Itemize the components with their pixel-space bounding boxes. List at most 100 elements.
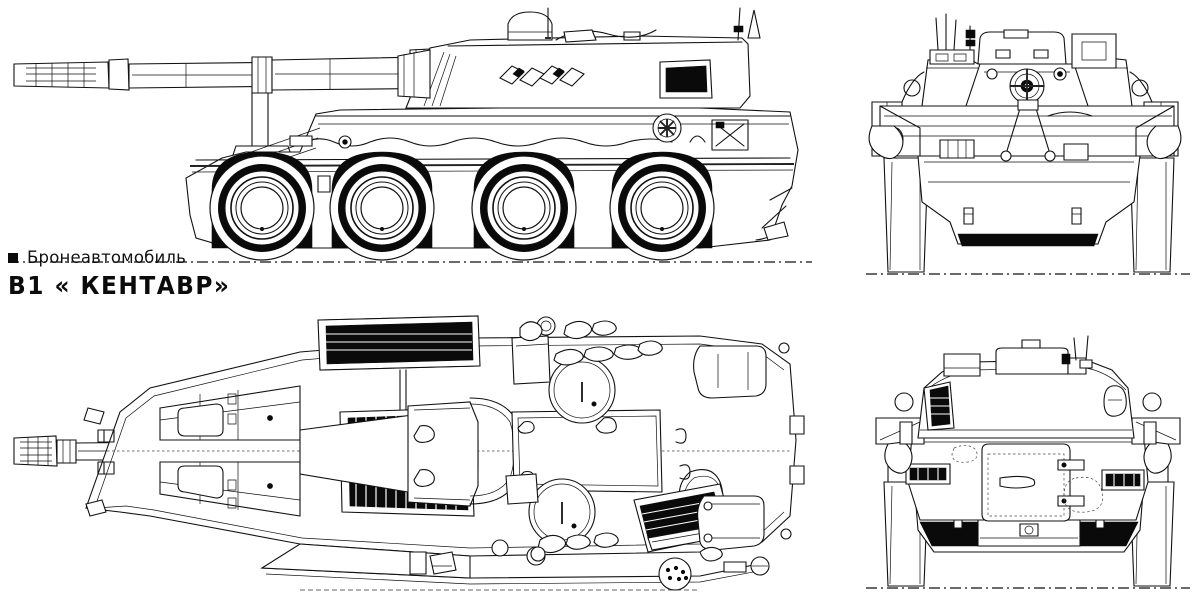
front-lower-hull-lines (924, 161, 1134, 183)
plan-skirt-line-2 (265, 569, 765, 585)
front-gun-mount-ring (1009, 68, 1045, 104)
rear-door-outline (987, 453, 1065, 517)
rear-roof-hatch (995, 347, 1069, 375)
rear-bracket-left (884, 441, 913, 474)
front-stowage-box (289, 135, 313, 147)
plan-turret-mantlet (407, 401, 479, 507)
plan-turret-group (299, 397, 522, 507)
plan-engine-hatch-inner (517, 415, 659, 487)
engine-fan-grille (652, 113, 682, 143)
plan-hatch-latch-a (517, 420, 535, 434)
plan-hatch-handle (595, 417, 617, 434)
muzzle-collar (108, 58, 130, 91)
plan-rear-eye-1 (789, 415, 805, 435)
plan-hatch-upper (177, 403, 224, 437)
mantlet-lines (403, 52, 415, 97)
wheel-3 (471, 155, 577, 261)
front-sight-right (1053, 67, 1067, 81)
front-sight-left (986, 68, 998, 80)
front-fitting-lines (947, 140, 967, 158)
plan-rear-hatch-upper (693, 345, 767, 399)
front-travel-lock-frame (1005, 101, 1051, 155)
plan-bottom-grille (658, 557, 692, 591)
rear-mirror-right (1142, 392, 1162, 412)
front-hull-crease (1047, 111, 1093, 117)
rear-tail-light-left (905, 463, 951, 485)
wheel-4 (609, 155, 715, 261)
stowage-rail (295, 137, 673, 147)
wheel-1 (209, 155, 315, 261)
plan-recoil-slot-b (413, 469, 435, 487)
hull-step-fitting (317, 175, 331, 193)
plan-nose-lug-b (83, 407, 105, 425)
front-antenna-1 (935, 17, 939, 51)
front-fitting-center-right (1063, 143, 1089, 161)
plan-barrel-collar (56, 439, 77, 464)
front-lock-foot-right (1044, 150, 1056, 162)
caption-title: В1 « КЕНТАВР» (8, 271, 231, 300)
front-lower-hull (917, 155, 1141, 245)
plan-hinge-marks (227, 393, 237, 509)
commander-cupola (507, 11, 553, 41)
plan-rear-right-fittings (699, 546, 770, 576)
caption-row: Бронеавтомобиль (8, 248, 308, 267)
wheel-group (209, 151, 715, 261)
rear-hinge-stud-upper (1061, 462, 1067, 468)
front-cupola-fitting-a (995, 49, 1011, 59)
plan-stowage-box-lines (515, 343, 549, 347)
rear-door-hinge-lower (1057, 495, 1085, 507)
front-antenna-3 (953, 19, 957, 51)
wheel-2 (329, 155, 435, 261)
rear-turret-side-strip (923, 381, 955, 431)
plan-turret-edge (413, 407, 471, 501)
rear-door-hinge-upper (1057, 459, 1085, 471)
plan-engine-hatch (511, 409, 663, 493)
plan-collar-ribs (62, 440, 71, 463)
front-fitting-center-left (939, 139, 975, 159)
plan-rear-hatch-upper-lines (717, 352, 749, 390)
rear-turret-side-fitting (1103, 385, 1127, 417)
front-wheel-left (883, 157, 929, 273)
plan-stowage-box-lower (505, 473, 539, 505)
plan-rear-edge-eye-b (679, 464, 691, 480)
muzzle-brake (13, 61, 110, 89)
front-bevel-right (1135, 105, 1175, 157)
caption-subtitle: Бронеавтомобиль (27, 248, 187, 267)
vision-block (659, 59, 713, 99)
antenna-base-rear (733, 25, 744, 33)
turret-group (397, 7, 761, 109)
caption-block: Бронеавтомобиль В1 « КЕНТАВР» (8, 248, 308, 300)
smoke-grenade-launchers (499, 65, 585, 87)
rear-elevation-view (866, 335, 1190, 589)
barrel-travel-lock (245, 92, 277, 153)
plan-fitting-bracket (409, 551, 457, 575)
rear-hitch-pin (1024, 525, 1034, 535)
rear-cupola (943, 353, 981, 377)
front-roof-box-left-lines (935, 53, 967, 62)
plan-muzzle-brake (13, 435, 58, 467)
front-hull-upper (879, 105, 1175, 157)
muzzle-brake-slots (26, 63, 96, 87)
front-cupola-fitting-b (1033, 49, 1049, 59)
rear-antenna-base-a (1061, 353, 1071, 365)
front-fairing-right (1129, 71, 1153, 103)
front-bevel-left (879, 105, 921, 157)
front-wheel-right-line (1135, 161, 1167, 271)
rear-tail-light-right (1101, 469, 1145, 491)
plan-view (13, 315, 805, 591)
front-lock-head (1017, 99, 1039, 111)
plan-rear-corner-fitting-b (780, 528, 792, 540)
plan-deck-stud-1 (267, 415, 273, 421)
front-towing-lug-right (1071, 207, 1082, 225)
turret-roof-edge (447, 41, 743, 47)
plan-deck-port (491, 539, 509, 557)
rear-hitch (1019, 523, 1039, 537)
front-cupola-hatch (1003, 29, 1029, 39)
front-bracket-left (868, 125, 904, 160)
plan-recoil-slot-a (413, 425, 435, 443)
plan-deck-stud-2 (267, 483, 273, 489)
plan-front-deck (83, 385, 301, 517)
front-mirror-left (903, 79, 921, 97)
plan-rear-hatch-lower (697, 495, 765, 551)
rear-antenna-whip-2 (1085, 335, 1089, 361)
